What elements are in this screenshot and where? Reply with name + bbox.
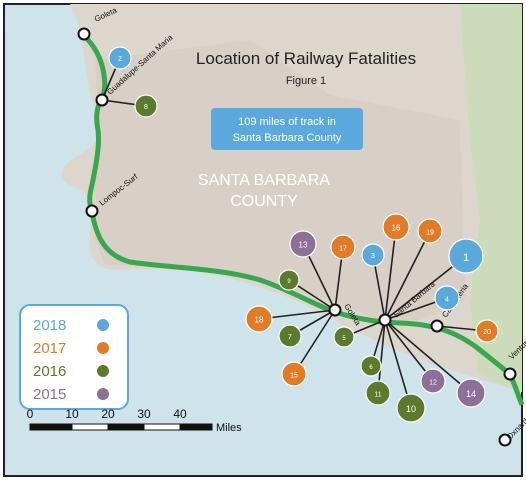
fatality-marker-label: 13 <box>299 241 308 250</box>
station-dot <box>328 303 342 317</box>
fatality-marker-label: 9 <box>287 279 291 285</box>
station-dot <box>498 433 512 447</box>
legend: 2018 2017 2016 2015 <box>19 304 129 410</box>
marker-leader <box>384 319 472 394</box>
fatality-marker <box>108 46 132 70</box>
fatality-marker <box>448 238 484 274</box>
fatality-marker-label: 4 <box>445 296 449 303</box>
legend-year: 2018 <box>33 317 66 334</box>
station-dot <box>95 93 109 107</box>
fatality-marker-label: 7 <box>288 334 292 341</box>
fatality-marker <box>330 234 356 260</box>
legend-swatch <box>96 318 110 332</box>
fatality-marker-label: 5 <box>342 336 346 342</box>
fatality-marker-label: 12 <box>429 379 437 386</box>
fatality-marker <box>456 378 486 408</box>
fatality-marker <box>417 218 443 244</box>
fatality-marker-label: 20 <box>483 329 491 336</box>
fatality-marker-label: 2 <box>118 56 122 63</box>
fatality-marker-label: 19 <box>426 229 434 236</box>
scale-bar: 0 10 20 30 40 Miles <box>27 407 243 434</box>
fatality-marker-label: 14 <box>466 389 476 399</box>
fatality-marker <box>278 324 302 348</box>
fatality-marker-label: 16 <box>392 224 401 233</box>
fatality-marker <box>281 361 307 387</box>
scale-tick-label: 10 <box>65 407 79 421</box>
fatality-marker <box>434 285 460 311</box>
marker-leader <box>384 226 397 321</box>
fatality-marker <box>289 230 317 258</box>
fatality-marker <box>475 319 499 343</box>
fatality-marker <box>382 213 410 241</box>
station-dot <box>378 313 392 327</box>
legend-year: 2016 <box>33 363 66 380</box>
legend-swatch <box>96 387 110 401</box>
scale-tick-label: 20 <box>101 407 115 421</box>
fatality-marker <box>360 355 382 377</box>
legend-swatch <box>96 341 110 355</box>
station-dot <box>503 367 517 381</box>
fatality-marker-label: 11 <box>374 391 381 398</box>
station-dot <box>77 27 91 41</box>
fatality-marker <box>245 305 273 333</box>
map-title: Location of Railway Fatalities <box>196 49 416 68</box>
info-box <box>211 108 363 150</box>
info-box-line1: 109 miles of track in <box>238 116 336 128</box>
map-subtitle: Figure 1 <box>286 75 326 87</box>
marker-leader <box>384 230 431 321</box>
legend-year: 2017 <box>33 340 66 357</box>
marker-leader <box>384 319 412 409</box>
county-label-line1: SANTA BARBARA <box>198 172 331 189</box>
fatality-marker-label: 17 <box>339 245 347 252</box>
fatality-marker <box>134 94 158 118</box>
fatality-marker <box>396 393 426 423</box>
scale-tick-label: 0 <box>27 407 34 421</box>
scale-tick-label: 30 <box>137 407 151 421</box>
fatality-marker-label: 1 <box>463 252 469 264</box>
station-dot <box>85 204 99 218</box>
fatality-marker-label: 8 <box>144 104 148 111</box>
info-box-line2: Santa Barbara County <box>233 132 342 144</box>
marker-leader <box>293 309 336 375</box>
scale-unit: Miles <box>216 422 242 434</box>
fatality-marker <box>365 380 391 406</box>
green-land <box>460 4 522 392</box>
legend-year: 2015 <box>33 386 66 403</box>
fatality-marker-label: 15 <box>290 372 298 379</box>
station-dot <box>430 319 444 333</box>
fatality-marker <box>333 326 355 348</box>
marker-leader <box>384 319 434 382</box>
county-label-line2: COUNTY <box>230 193 298 210</box>
scale-tick-label: 40 <box>173 407 187 421</box>
legend-swatch <box>96 364 110 378</box>
fatality-marker <box>278 269 300 291</box>
fatality-marker <box>361 243 385 267</box>
fatality-marker-label: 18 <box>255 316 264 325</box>
fatality-marker-label: 10 <box>406 404 416 414</box>
fatality-marker <box>420 368 446 394</box>
fatality-marker-label: 3 <box>371 253 375 260</box>
fatality-marker-label: 6 <box>369 365 373 371</box>
